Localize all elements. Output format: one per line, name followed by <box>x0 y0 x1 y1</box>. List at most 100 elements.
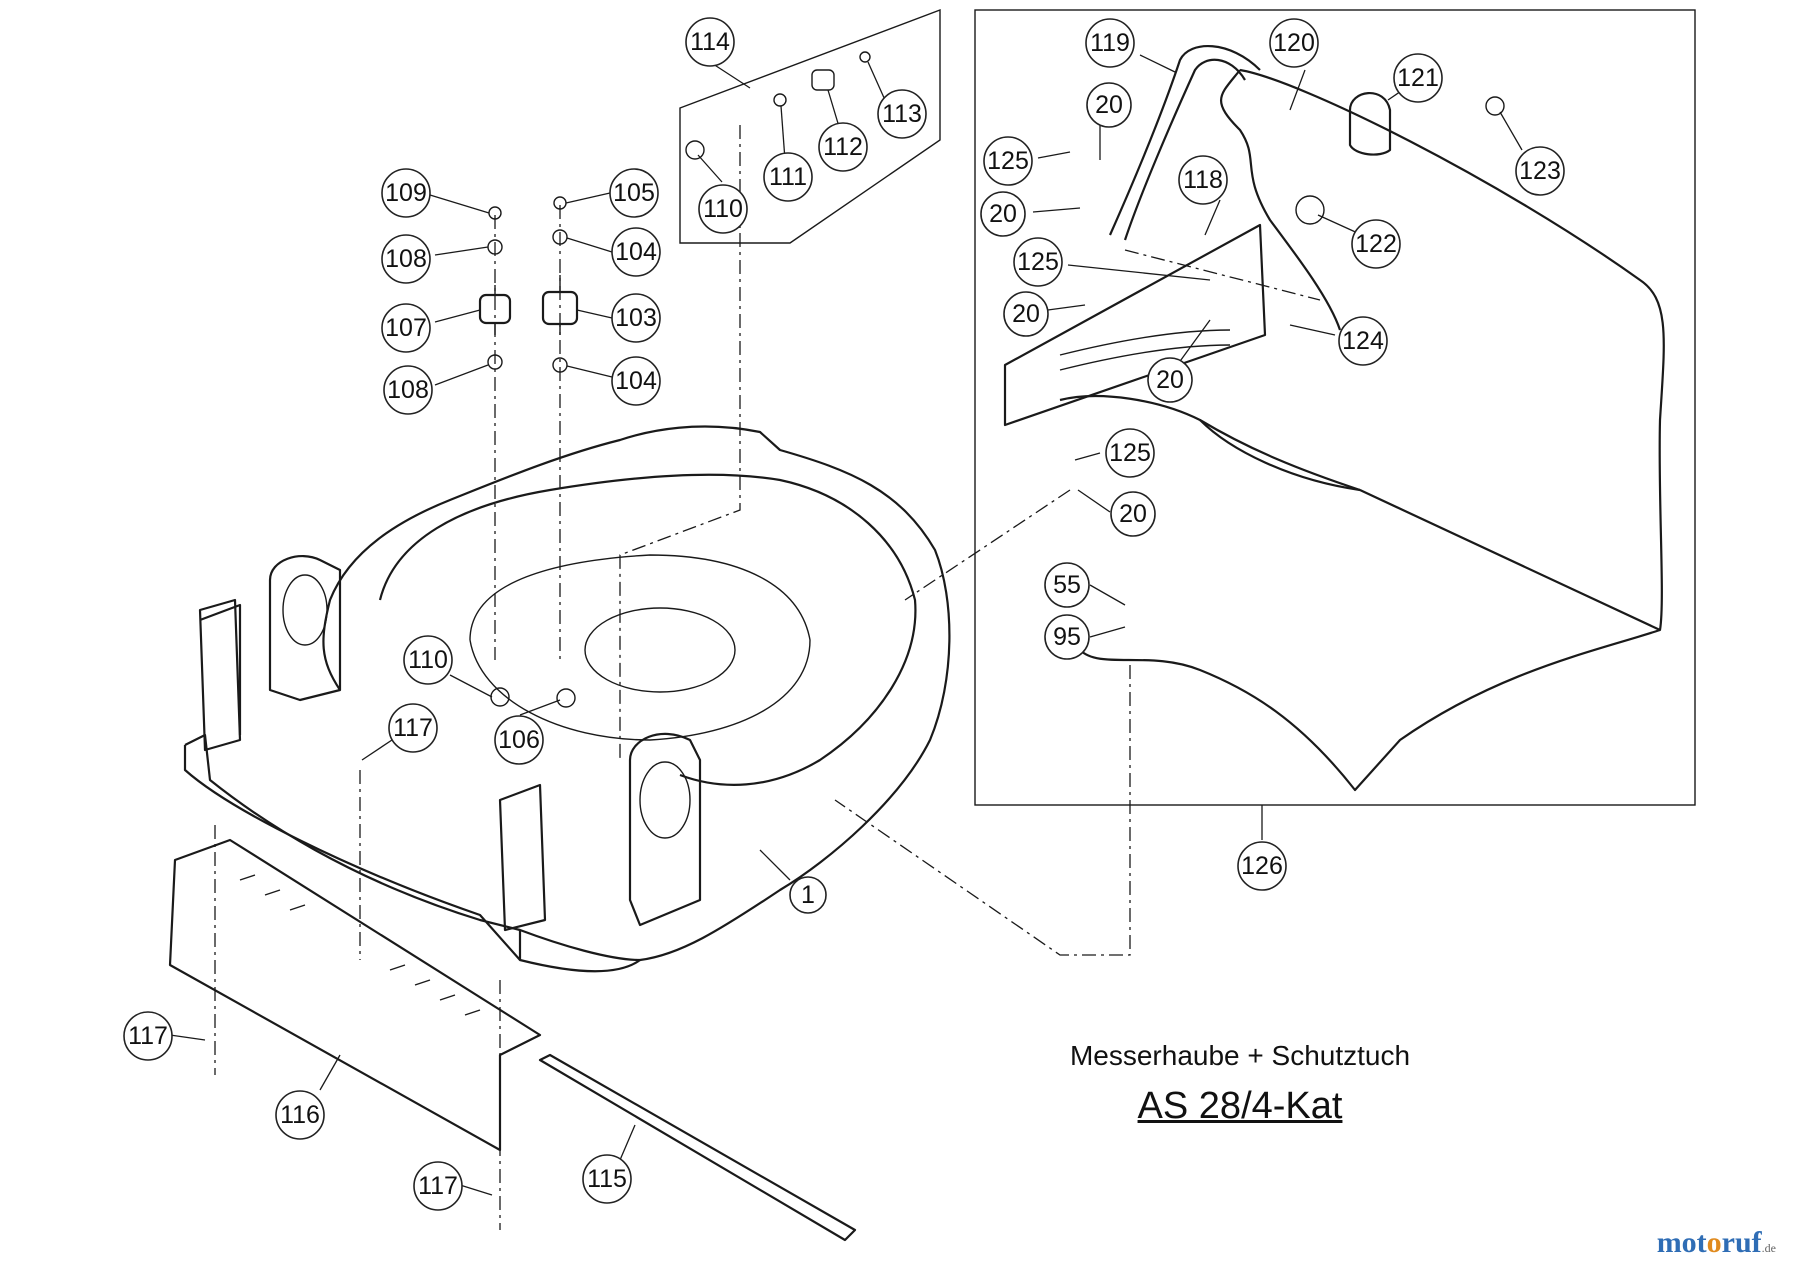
callout-95: 95 <box>1044 614 1090 660</box>
leader-119 <box>1139 54 1176 73</box>
svg-text:108: 108 <box>387 376 429 404</box>
leader-109 <box>429 194 490 214</box>
callout-125-c: 125 <box>1105 428 1155 478</box>
screw-113 <box>859 51 871 63</box>
svg-text:112: 112 <box>823 133 863 161</box>
callout-116: 116 <box>275 1090 325 1140</box>
callout-118: 118 <box>1178 155 1228 205</box>
callout-1: 1 <box>789 876 827 914</box>
watermark-logo: motoruf.de <box>1657 1226 1776 1260</box>
leader-120 <box>1289 69 1306 111</box>
leader-117-left <box>169 1034 206 1041</box>
blade-housing-rim <box>378 473 917 786</box>
leader-114 <box>709 61 751 89</box>
nut-110-inset <box>685 140 705 160</box>
leader-55 <box>1089 584 1126 606</box>
callout-103: 103 <box>611 293 661 343</box>
blade-housing-inner <box>469 554 811 741</box>
callout-121: 121 <box>1393 53 1443 103</box>
strip-115 <box>538 1053 857 1242</box>
callout-55: 55 <box>1044 562 1090 608</box>
leader-110-inset <box>697 154 723 183</box>
svg-text:108: 108 <box>385 245 427 273</box>
leader-108-top <box>434 246 489 256</box>
callout-126: 126 <box>1237 841 1287 891</box>
callout-117-top: 117 <box>388 703 438 753</box>
svg-text:121: 121 <box>1397 64 1439 92</box>
svg-text:117: 117 <box>393 714 433 742</box>
svg-text:103: 103 <box>615 304 657 332</box>
callout-110-inset: 110 <box>698 184 748 234</box>
left-wheel-mount <box>282 574 328 646</box>
axis-bracket-124 <box>1124 249 1321 301</box>
svg-text:95: 95 <box>1053 623 1081 651</box>
leader-113 <box>867 61 886 101</box>
callout-114: 114 <box>685 17 735 67</box>
callout-20-d: 20 <box>1147 357 1193 403</box>
bracket-118-slot <box>1059 329 1231 371</box>
leader-124 <box>1289 324 1336 336</box>
svg-text:120: 120 <box>1273 29 1315 57</box>
watermark-part-3: ruf <box>1721 1226 1762 1259</box>
callout-108-top: 108 <box>381 234 431 284</box>
callout-124: 124 <box>1338 316 1388 366</box>
leader-104-bottom <box>566 365 613 378</box>
svg-text:55: 55 <box>1053 571 1081 599</box>
svg-text:110: 110 <box>703 195 743 223</box>
svg-text:20: 20 <box>1095 91 1123 119</box>
svg-text:110: 110 <box>408 646 448 674</box>
leader-103 <box>576 309 613 319</box>
svg-text:114: 114 <box>690 28 730 56</box>
svg-text:20: 20 <box>1156 366 1184 394</box>
inset-box-126 <box>974 9 1696 806</box>
leader-111 <box>780 105 786 161</box>
leader-110-housing <box>449 674 493 698</box>
spacer-112 <box>811 69 835 91</box>
svg-text:125: 125 <box>1109 439 1151 467</box>
callout-105: 105 <box>609 168 659 218</box>
protective-cloth-fold <box>1199 419 1661 631</box>
callout-111: 111 <box>763 152 813 202</box>
callout-123: 123 <box>1515 146 1565 196</box>
leader-125-c <box>1074 452 1101 461</box>
svg-text:117: 117 <box>418 1172 458 1200</box>
leader-107 <box>434 309 481 323</box>
svg-text:111: 111 <box>769 163 807 191</box>
svg-text:125: 125 <box>1017 248 1059 276</box>
callout-113: 113 <box>877 89 927 139</box>
leader-108-bottom <box>434 364 489 386</box>
callout-107: 107 <box>381 303 431 353</box>
callout-122: 122 <box>1351 219 1401 269</box>
callout-104-bottom: 104 <box>611 356 661 406</box>
callout-20-b: 20 <box>980 191 1026 237</box>
leader-125-a <box>1037 151 1071 159</box>
leader-105 <box>565 192 611 204</box>
bracket-118 <box>1003 223 1267 427</box>
svg-text:105: 105 <box>613 179 655 207</box>
callout-117-bottom: 117 <box>413 1161 463 1211</box>
callout-112: 112 <box>818 122 868 172</box>
callout-108-bottom: 108 <box>383 365 433 415</box>
leader-117-bottom <box>459 1184 493 1196</box>
callout-115: 115 <box>582 1154 632 1204</box>
svg-text:107: 107 <box>385 314 427 342</box>
callout-119: 119 <box>1085 18 1135 68</box>
clip-121 <box>1348 92 1392 156</box>
leader-20-b <box>1032 207 1081 213</box>
svg-text:104: 104 <box>615 367 657 395</box>
svg-text:113: 113 <box>882 100 922 128</box>
deflector-plate-slots <box>239 874 481 1016</box>
svg-text:124: 124 <box>1342 327 1384 355</box>
svg-text:106: 106 <box>498 726 540 754</box>
diagram-caption: Messerhaube + Schutztuch <box>1069 1040 1411 1071</box>
axis-frame-126 <box>834 665 1131 956</box>
inset-box-114 <box>679 8 941 244</box>
protective-cloth <box>1059 68 1665 792</box>
svg-text:104: 104 <box>615 238 657 266</box>
watermark-part-1: mot <box>1656 1226 1707 1259</box>
callout-104-top: 104 <box>611 227 661 277</box>
model-number: AS 28/4-Kat <box>1137 1085 1343 1127</box>
deflector-plate-116 <box>168 838 542 1152</box>
svg-text:109: 109 <box>385 179 427 207</box>
